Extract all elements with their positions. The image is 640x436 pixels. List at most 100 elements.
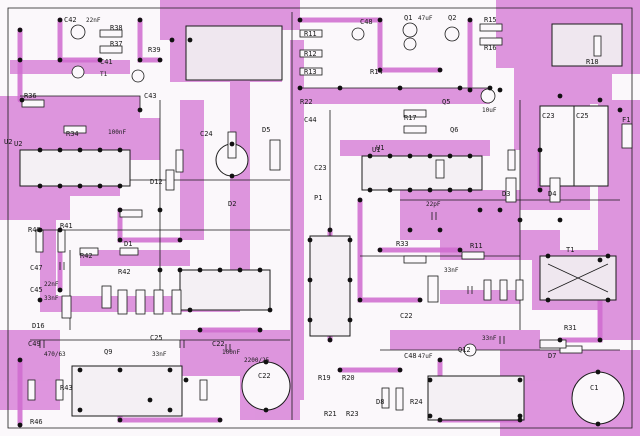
solder-pad xyxy=(537,147,543,153)
label-r31: R31 xyxy=(564,324,577,332)
transistor xyxy=(403,37,417,51)
label-c48: C48 xyxy=(404,352,417,360)
solder-pad xyxy=(157,57,163,63)
solder-pad xyxy=(57,183,63,189)
solder-pad xyxy=(229,173,235,179)
label-c42: C42 xyxy=(64,16,77,24)
solder-pad xyxy=(347,237,353,243)
solder-pad xyxy=(337,85,343,91)
label-d12: D12 xyxy=(150,178,163,186)
label-r19: R19 xyxy=(318,374,331,382)
transistor xyxy=(71,65,85,79)
solder-pad xyxy=(357,197,363,203)
solder-pad xyxy=(183,377,189,383)
solder-pad xyxy=(605,253,611,259)
resistor xyxy=(27,379,36,401)
label-r11b: R11 xyxy=(470,242,483,250)
label-d7: D7 xyxy=(548,352,556,360)
solder-pad xyxy=(77,367,83,373)
label-47uf: 47uF xyxy=(418,15,433,22)
cap-c25: C25 xyxy=(573,105,609,187)
solder-pad xyxy=(37,183,43,189)
label-r17: R17 xyxy=(404,114,417,122)
label-r33: R33 xyxy=(396,240,409,248)
label-d5: D5 xyxy=(262,126,270,134)
solder-pad xyxy=(147,397,153,403)
solder-pad xyxy=(97,147,103,153)
label-22pf: 22pF xyxy=(426,201,441,208)
relay-top-right xyxy=(551,23,623,67)
solder-pad xyxy=(257,327,263,333)
solder-pad xyxy=(17,357,23,363)
ic-u2-label: U2 xyxy=(14,140,22,148)
solder-pad xyxy=(263,359,269,365)
solder-pad xyxy=(377,67,383,73)
label-r20: R20 xyxy=(342,374,355,382)
resistor xyxy=(403,109,427,118)
copper-bus-v2 xyxy=(180,100,204,240)
diode xyxy=(505,177,517,203)
solder-pad xyxy=(467,153,473,159)
transistor xyxy=(480,88,496,104)
solder-pad xyxy=(137,57,143,63)
cap-c1: C1 xyxy=(571,371,625,425)
cap-c23-label: C23 xyxy=(542,112,555,120)
solder-pad xyxy=(177,267,183,273)
label-100nf-b: 100nF xyxy=(222,349,240,356)
resistor xyxy=(479,37,503,46)
resistors xyxy=(21,23,633,411)
transformer-label: T1 xyxy=(566,246,574,254)
solder-pad xyxy=(357,297,363,303)
label-q2: Q2 xyxy=(448,14,456,22)
solder-pad xyxy=(57,287,63,293)
solder-pad xyxy=(217,267,223,273)
solder-pad xyxy=(605,297,611,303)
label-r11: R11 xyxy=(304,30,317,38)
cap-c24-label: C24 xyxy=(200,130,213,138)
solder-pad xyxy=(197,327,203,333)
label-r18: R18 xyxy=(586,58,599,66)
solder-pad xyxy=(517,217,523,223)
solder-pad xyxy=(545,253,551,259)
solder-pad xyxy=(497,87,503,93)
ic-u1: U1 xyxy=(361,146,483,191)
solder-pad xyxy=(437,67,443,73)
label-33nf-d: 33nF xyxy=(444,267,459,274)
resistor xyxy=(479,23,503,32)
label-r15: R15 xyxy=(484,16,497,24)
label-22nf-a: 22nF xyxy=(86,17,101,24)
diode xyxy=(435,159,445,179)
solder-pad xyxy=(467,87,473,93)
solder-pad xyxy=(537,187,543,193)
label-c27: C22 xyxy=(212,340,225,348)
solder-pad xyxy=(597,257,603,263)
ic-connector-strip xyxy=(309,235,351,337)
solder-pad xyxy=(217,417,223,423)
copper-band-h2 xyxy=(340,140,490,156)
ic-u1-label: U1 xyxy=(372,146,380,154)
solder-pad xyxy=(595,421,601,427)
label-u1-top: U1 xyxy=(376,144,384,152)
solder-pad xyxy=(407,227,413,233)
ceramic-cap xyxy=(39,340,45,348)
label-33nf-c: 33nF xyxy=(482,335,497,342)
solder-pad xyxy=(77,147,83,153)
label-q6: Q6 xyxy=(450,126,458,134)
label-r34: R34 xyxy=(66,130,79,138)
cap-c22-label: C22 xyxy=(258,372,271,380)
label-r42b: R42 xyxy=(118,268,131,276)
resistor xyxy=(483,279,492,301)
label-c23b: C23 xyxy=(314,164,327,172)
label-f1: F1 xyxy=(622,116,630,124)
cap-c23: C23 xyxy=(539,105,575,187)
wire xyxy=(20,95,141,110)
solder-pad xyxy=(377,17,383,23)
solder-pad xyxy=(257,267,263,273)
label-r37: R37 xyxy=(110,40,123,48)
solder-pad xyxy=(327,227,333,233)
cap-c1-label: C1 xyxy=(590,384,598,392)
solder-pad xyxy=(157,267,163,273)
solder-pad xyxy=(427,187,433,193)
label-t1: T1 xyxy=(100,71,108,78)
solder-pad xyxy=(57,17,63,23)
